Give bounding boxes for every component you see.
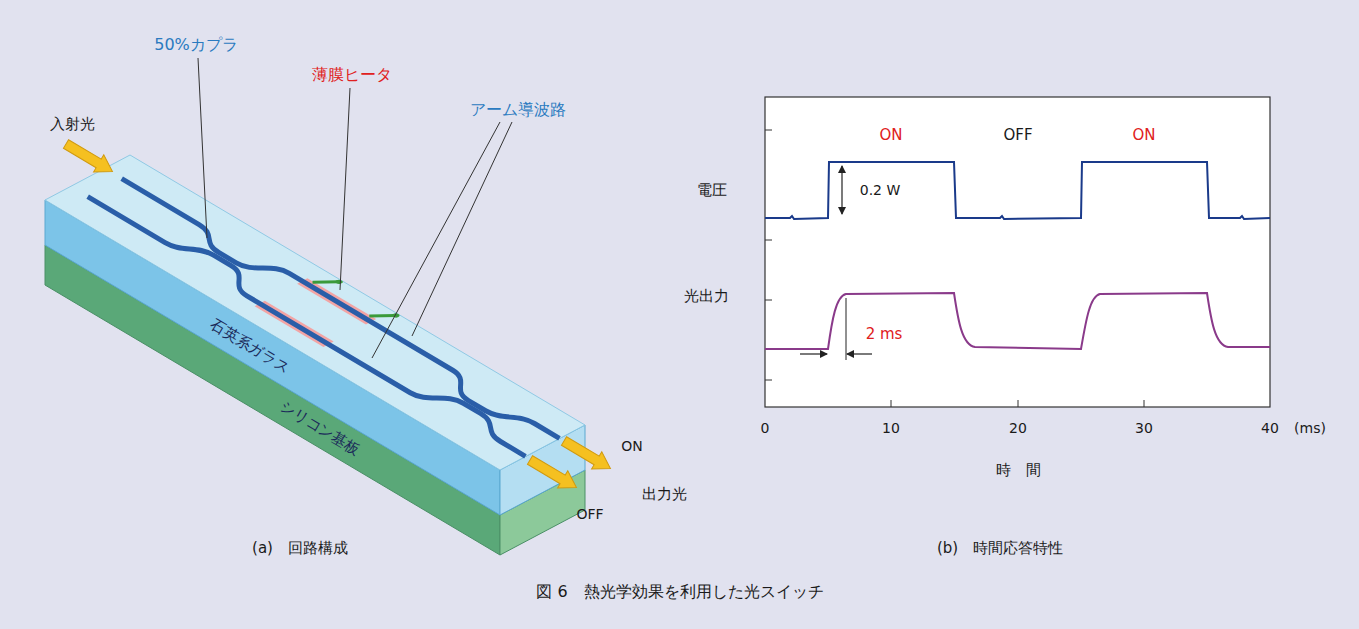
part-label: 薄膜ヒータ (312, 65, 392, 84)
tick-label: 0 (761, 420, 770, 437)
chip-slab (45, 155, 585, 555)
optical-trace (765, 293, 1270, 349)
axis-label: 電圧 (697, 181, 727, 199)
state-label: ON (879, 126, 902, 144)
tick-label: 10 (882, 420, 900, 437)
tick-label: 30 (1135, 420, 1153, 437)
light-label: 出力光 (642, 485, 687, 503)
light-label: 入射光 (50, 115, 95, 133)
part-label: 50%カプラ (154, 35, 238, 54)
value-label: 0.2 W (860, 182, 901, 199)
plot-frame (765, 97, 1270, 407)
tick-label: 40 (1261, 420, 1279, 437)
state-label: OFF (1003, 126, 1032, 144)
voltage-trace (765, 162, 1270, 219)
time-arrow (847, 353, 872, 354)
leader-lines (198, 58, 512, 358)
state-label: ON (1132, 126, 1155, 144)
time-arrow (800, 353, 827, 354)
waveguide-circuit (78, 165, 585, 461)
port-label: OFF (576, 506, 603, 523)
tick-label: 20 (1009, 420, 1027, 437)
part-label: アーム導波路 (470, 100, 566, 119)
axis-label: 光出力 (684, 287, 729, 305)
output-light-arrow (525, 451, 582, 496)
value-label: 2 ms (866, 325, 903, 343)
axis-title: 時 間 (996, 461, 1041, 479)
subfigure-caption: (b) 時間応答特性 (937, 539, 1063, 557)
figure-caption: 図 6 熱光学効果を利用した光スイッチ (536, 582, 823, 601)
input-light-arrow (61, 135, 118, 180)
port-label: ON (621, 438, 643, 455)
amplitude-arrow (841, 166, 842, 214)
subfigure-caption: (a) 回路構成 (252, 539, 348, 557)
time-marker (846, 298, 847, 360)
output-light-arrow (559, 432, 616, 477)
unit-label: (ms) (1294, 420, 1326, 437)
